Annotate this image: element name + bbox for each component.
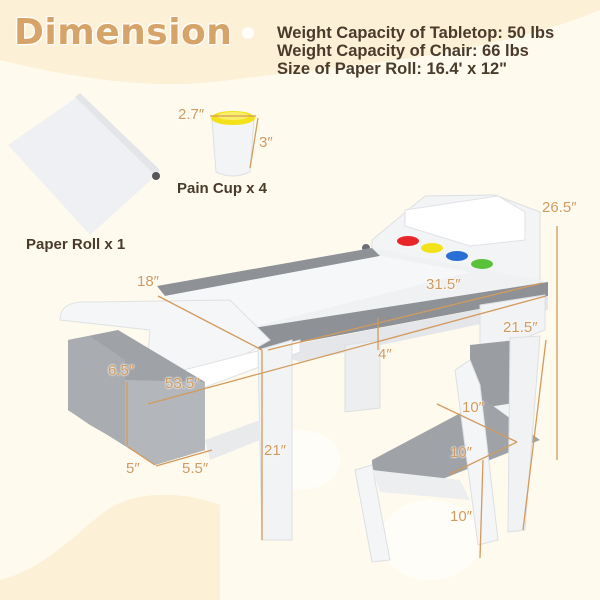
cup-diameter-label: 2.7″ — [178, 106, 205, 123]
paint-cup-image — [211, 111, 255, 177]
chair-seat-depth-label: 10″ — [462, 399, 484, 416]
bin-height-label: 6.5″ — [108, 362, 135, 379]
chair-seat-width-label: 10″ — [450, 444, 472, 461]
dimension-lines — [126, 115, 558, 559]
shelf-height-label: 4″ — [378, 346, 392, 363]
bin-depth-label: 5″ — [126, 460, 140, 477]
tray-width-label: 31.5″ — [426, 276, 461, 293]
table-image — [59, 194, 548, 541]
specs-list: Weight Capacity of Tabletop: 50 lbs Weig… — [277, 24, 554, 78]
total-width-label: 53.5″ — [165, 375, 200, 392]
paper-roll-label: Paper Roll x 1 — [26, 236, 126, 253]
chair-image — [354, 335, 541, 563]
chair-height-label: 21.5″ — [503, 319, 538, 336]
spec-paper-roll-size: Size of Paper Roll: 16.4' x 12" — [277, 60, 508, 78]
total-height-label: 26.5″ — [542, 199, 577, 216]
chair-seat-height-label: 10″ — [450, 508, 472, 525]
page-title: Dimension — [14, 12, 233, 53]
bin-width-label: 5.5″ — [182, 460, 209, 477]
spec-chair-capacity: Weight Capacity of Chair: 66 lbs — [277, 42, 529, 60]
paint-cup-label: Pain Cup x 4 — [177, 180, 268, 197]
paper-roll-image — [8, 93, 160, 235]
cup-height-label: 3″ — [259, 134, 273, 151]
table-depth-label: 18″ — [137, 273, 159, 290]
spec-tabletop-capacity: Weight Capacity of Tabletop: 50 lbs — [277, 24, 555, 42]
table-height-label: 21″ — [264, 442, 286, 459]
